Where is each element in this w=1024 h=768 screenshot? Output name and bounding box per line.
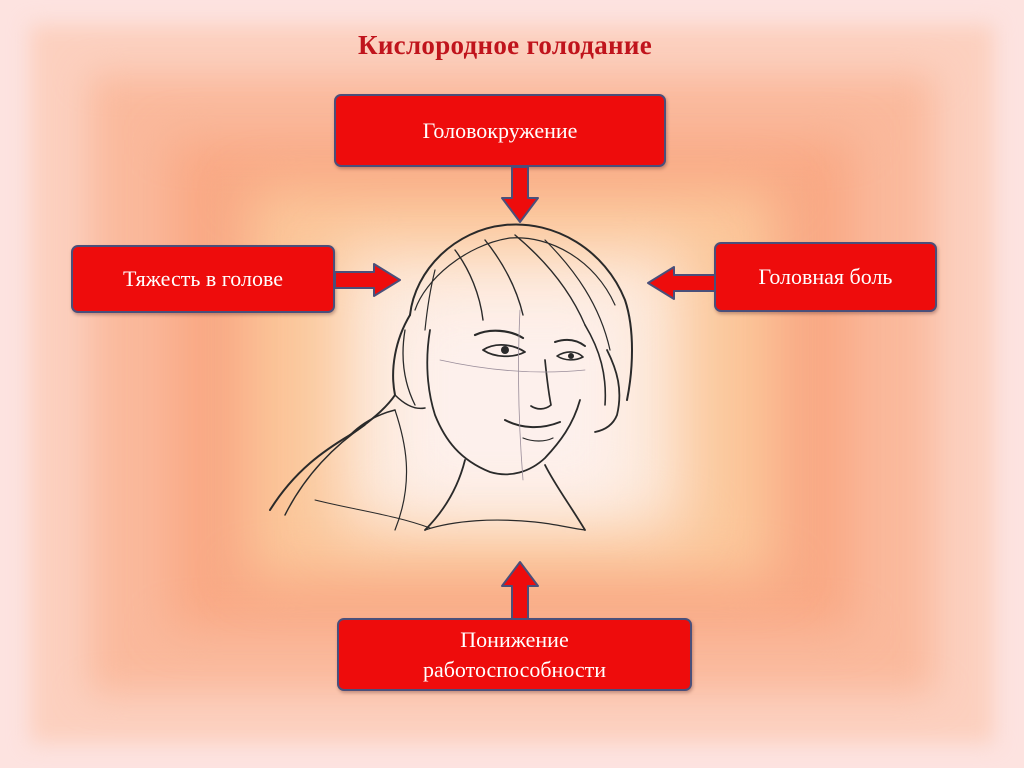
symptom-box-reduced-performance: Понижение работоспособности [337, 618, 692, 691]
symptom-label: Головокружение [422, 117, 578, 143]
symptom-label: Головная боль [758, 264, 893, 290]
symptom-box-dizziness: Головокружение [334, 94, 666, 167]
arrow-up-icon [501, 561, 539, 620]
arrow-right-icon [334, 263, 401, 297]
arrow-left-icon [647, 266, 716, 300]
symptom-label: Тяжесть в голове [123, 266, 283, 292]
symptom-label-line1: Понижение [460, 626, 569, 652]
arrow-down-icon [501, 166, 539, 223]
slide-title: Кислородное голодание [357, 30, 653, 60]
symptom-box-headache: Головная боль [714, 242, 937, 312]
symptom-label-line2: работоспособности [422, 656, 607, 682]
symptom-box-heaviness: Тяжесть в голове [71, 245, 335, 313]
face-sketch-illustration [269, 223, 633, 531]
